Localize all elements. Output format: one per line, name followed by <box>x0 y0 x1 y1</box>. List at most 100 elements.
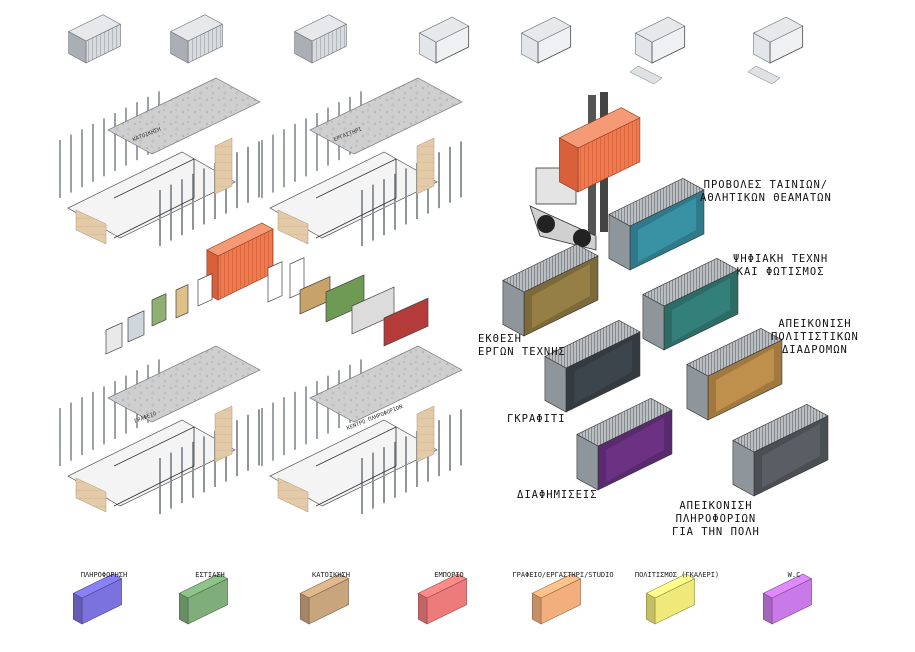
legend-label-culture-gallery: ΠΟΛΙΤΙΣΜΟΣ (ΓΚΑΛΕΡΙ) <box>634 571 720 579</box>
legend-swatch-7-roof <box>762 573 813 599</box>
unfold-step-2 <box>169 14 224 64</box>
legend-swatch-1 <box>72 573 123 625</box>
label-graffiti: ΓΚΡΑΦΙΤΙ <box>507 413 566 425</box>
legend-swatch-6-end <box>646 592 656 625</box>
panel-glazed-door <box>267 261 283 303</box>
module-info-center <box>261 345 463 514</box>
module-housing-wood-panel <box>75 209 107 245</box>
forklift-lifting-container <box>529 92 641 251</box>
legend-label-office-workshop-studio: ΓΡΑΦΕΙΟ/ΕΡΓΑΣΤΗΡΙ/STUDIO <box>512 571 614 579</box>
panel-green-wall <box>151 293 167 327</box>
legend-swatch-3-end <box>300 592 310 625</box>
legend-swatch-4-end <box>418 592 428 625</box>
module-info-center-roof-slab <box>309 345 463 423</box>
facade-use-containers <box>502 177 829 497</box>
legend-swatch-6 <box>645 573 696 625</box>
label-art-exhibition: ΕΚΘΕΣΗ ΕΡΓΩΝ ΤΕΧΝΗΣ <box>478 333 566 358</box>
legend-swatch-3-roof <box>299 573 350 599</box>
unfold-step-6-roof <box>634 16 686 43</box>
unfold-step-4 <box>418 16 470 64</box>
orange-container-module <box>206 222 274 301</box>
panel-window <box>127 310 145 343</box>
label-city-info: ΑΠΕΙΚΟΝΙΣΗ ΠΛΗΡΟΦΟΡΙΩΝ ΓΙΑ ΤΗΝ ΠΟΛΗ <box>672 500 760 538</box>
unfold-step-3-roof <box>293 14 348 42</box>
container-digital-art-artwork <box>672 277 730 342</box>
module-housing-roof-slab <box>107 77 261 155</box>
panel-framed-print <box>105 322 123 355</box>
unfold-panel-flap-6 <box>629 65 663 85</box>
facade-panel-options <box>105 222 429 355</box>
legend-swatch-7 <box>762 573 813 625</box>
forklift-wheel-front <box>573 229 591 247</box>
label-screenings: ΠΡΟΒΟΛΕΣ ΤΑΙΝΙΩΝ/ ΑΘΛΗΤΙΚΩΝ ΘΕΑΜΑΤΩΝ <box>700 179 832 204</box>
legend-label-dining: ΕΣΤΙΑΣΗ <box>195 571 225 579</box>
legend-swatch-4 <box>417 573 468 625</box>
legend-swatch-7-end <box>763 592 773 625</box>
unfold-step-2-roof <box>169 14 224 42</box>
unfold-panel-flap-7 <box>747 65 781 85</box>
container-advertising-artwork <box>606 417 664 482</box>
legend-swatch-4-roof <box>417 573 468 599</box>
legend-swatch-5-end <box>532 592 542 625</box>
module-info-center-wood-panel <box>277 477 309 513</box>
unfold-step-5 <box>520 16 572 64</box>
legend-label-commerce: ΕΜΠΟΡΙΟ <box>434 571 464 579</box>
legend-swatch-1-end <box>73 592 83 625</box>
orange-container-module-roof <box>206 222 274 257</box>
lifted-orange-container <box>558 107 641 193</box>
legend-swatch-6-roof <box>645 573 696 599</box>
container-advertising-roof <box>576 397 673 447</box>
legend-label-wc: W.C <box>787 571 801 579</box>
unfold-frame-4 <box>435 26 470 64</box>
module-office-interior-frame <box>113 426 195 507</box>
module-housing <box>59 77 261 246</box>
panel-poster-wall <box>383 297 429 347</box>
container-city-info-roof <box>732 403 829 453</box>
legend-swatch-3 <box>299 573 350 625</box>
module-workshop <box>261 77 463 246</box>
unfold-step-1-roof <box>67 14 122 42</box>
container-unfolding-sequence <box>67 14 804 85</box>
legend-label-housing: ΚΑΤΟΙΚΗΣΗ <box>312 571 350 579</box>
container-art-exhibition-artwork <box>532 263 590 328</box>
module-info-center-wood-panel-side <box>416 405 435 463</box>
unfold-frame-6 <box>651 26 686 64</box>
unfold-step-6 <box>634 16 686 64</box>
legend-label-information: ΠΛΗΡΟΦΟΡΗΣΗ <box>80 571 128 579</box>
container-cultural-routes-roof <box>686 327 783 377</box>
container-screenings-artwork <box>638 197 696 262</box>
container-graffiti-roof <box>544 319 641 369</box>
container-digital-art-roof <box>642 257 739 307</box>
forklift-cab <box>535 167 577 205</box>
label-advertising: ΔΙΑΦΗΜΙΣΕΙΣ <box>517 489 598 501</box>
legend-swatch-1-roof <box>72 573 123 599</box>
container-art-exhibition-roof <box>502 243 599 293</box>
legend-swatch-5 <box>531 573 582 625</box>
label-digital-art: ΨΗΦΙΑΚΗ ΤΕΧΝΗ ΚΑΙ ΦΩΤΙΣΜΟΣ <box>733 253 829 278</box>
module-office <box>59 345 261 514</box>
module-workshop-interior-frame <box>315 158 397 239</box>
container-graffiti-artwork <box>574 339 632 404</box>
unfold-step-7-roof <box>752 16 804 43</box>
module-info-center-interior-frame <box>315 426 397 507</box>
module-office-wood-panel-side <box>214 405 233 463</box>
unfold-step-3 <box>293 14 348 64</box>
module-housing-wood-panel-side <box>214 137 233 195</box>
unfold-step-5-roof <box>520 16 572 43</box>
module-office-wood-panel <box>75 477 107 513</box>
unfold-frame-7 <box>769 26 804 64</box>
module-workshop-wood-panel <box>277 209 309 245</box>
module-workshop-wood-panel-side <box>416 137 435 195</box>
lifted-orange-container-roof <box>558 107 641 149</box>
use-color-legend <box>72 573 813 625</box>
module-housing-interior-frame <box>113 158 195 239</box>
legend-swatch-2 <box>178 573 229 625</box>
module-office-roof-slab <box>107 345 261 423</box>
unfold-step-1 <box>67 14 122 64</box>
legend-swatch-2-end <box>179 592 189 625</box>
legend-swatch-5-roof <box>531 573 582 599</box>
unfold-step-4-roof <box>418 16 470 43</box>
panel-wood-slats <box>175 284 189 319</box>
unfold-step-7 <box>752 16 804 64</box>
